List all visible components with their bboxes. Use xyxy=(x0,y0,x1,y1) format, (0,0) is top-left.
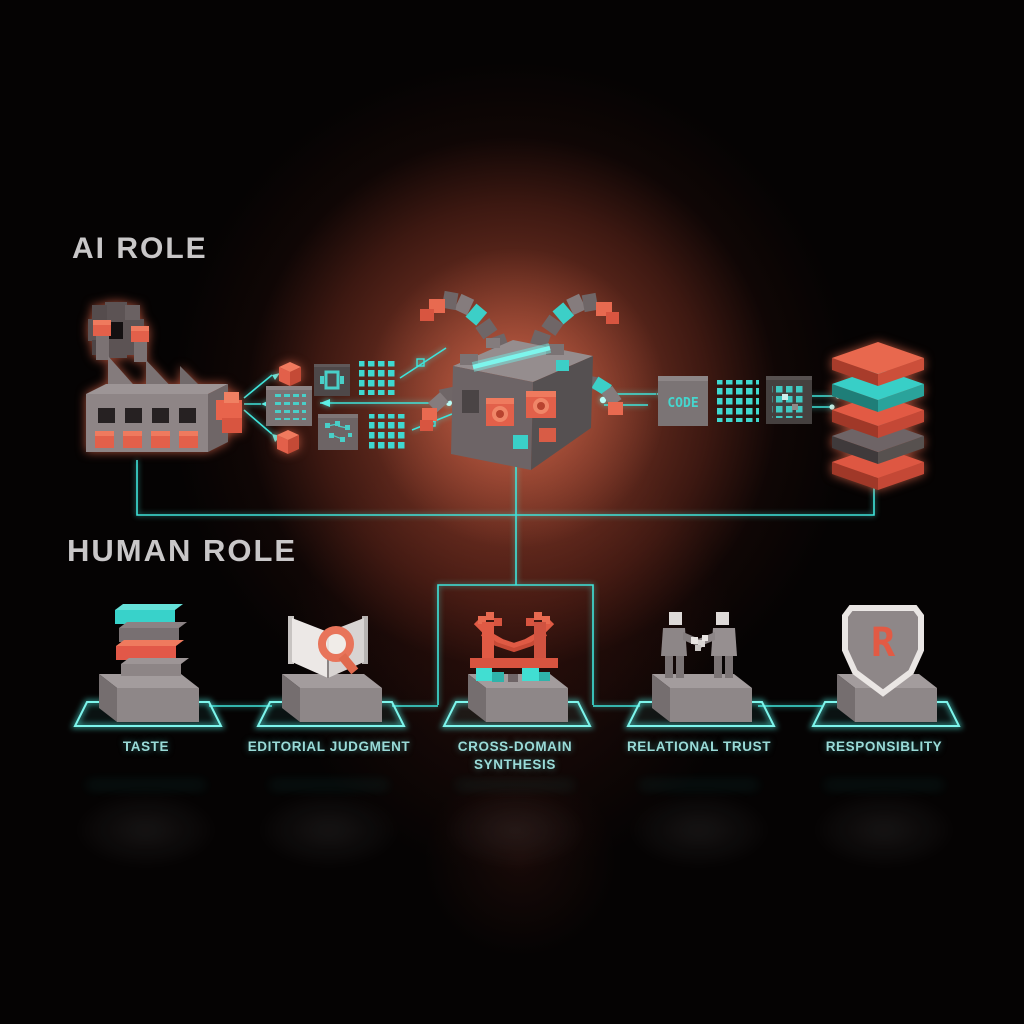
pillar-label: EDITORIAL JUDGMENT xyxy=(247,739,411,754)
robotic-arm-up-right xyxy=(530,292,619,349)
data-cube-icon xyxy=(277,430,299,454)
data-cube-icon xyxy=(279,362,301,386)
pedestal xyxy=(837,674,937,722)
text-chip-icon xyxy=(266,386,312,426)
ai-role-title: AI ROLE xyxy=(72,232,208,265)
code-chip-label: CODE xyxy=(667,396,698,411)
output-port xyxy=(216,392,242,433)
pillar-label: RELATIONAL TRUST xyxy=(626,739,772,754)
wire-bottom-bus xyxy=(136,460,875,516)
voxel-bridge-icon xyxy=(470,612,558,682)
voxel-factory-icon xyxy=(86,302,242,452)
robotic-core-cube-icon xyxy=(420,290,623,470)
handshake-figures-icon xyxy=(661,612,737,678)
pillar-responsibility: R RESPONSIBLITY xyxy=(799,582,969,754)
cross-domain-synthesis-icon xyxy=(439,612,595,729)
node-dot xyxy=(599,396,607,404)
shield-icon: R xyxy=(842,605,924,697)
stacked-bars-icon xyxy=(115,604,189,676)
pillar-editorial-judgment: EDITORIAL JUDGMENT xyxy=(244,582,414,754)
arrowhead-chip-left xyxy=(320,399,330,407)
code-chip-icon: CODE xyxy=(658,376,708,426)
relational-trust-icon xyxy=(623,612,779,729)
responsibility-icon: R xyxy=(808,605,964,729)
pixel-grid-icon xyxy=(717,380,759,422)
pixel-grid-chip-icon xyxy=(766,376,812,424)
factory-building xyxy=(86,320,242,452)
core-cube-body xyxy=(451,338,593,470)
layer-stack-icon xyxy=(832,342,924,490)
pixel-grid-icon xyxy=(369,414,405,450)
magnifier-icon xyxy=(318,626,359,675)
pillar-cross-domain-synthesis: CROSS-DOMAIN SYNTHESIS xyxy=(430,582,600,772)
shield-letter: R xyxy=(871,620,896,666)
square-terminal xyxy=(416,358,425,367)
pillar-label: CROSS-DOMAIN SYNTHESIS xyxy=(457,739,573,772)
circuit-chip-icon xyxy=(318,414,358,450)
pedestal xyxy=(282,674,382,722)
code-glyph-chip-icon xyxy=(314,364,350,396)
pedestal xyxy=(99,674,199,722)
pillar-label: RESPONSIBLITY xyxy=(825,739,943,754)
pillar-relational-trust: RELATIONAL TRUST xyxy=(614,582,784,754)
node-dot xyxy=(829,404,835,410)
human-role-title: HUMAN ROLE xyxy=(67,533,298,568)
wire-factory-fanout xyxy=(243,374,273,435)
taste-icon xyxy=(70,604,226,729)
pixel-grid-icon xyxy=(359,361,395,395)
pillar-label: TASTE xyxy=(122,739,170,754)
pillar-taste: TASTE xyxy=(61,582,231,754)
pedestal xyxy=(652,674,752,722)
stack-layer xyxy=(832,342,924,386)
wire-bracket-synthesis xyxy=(437,584,594,705)
editorial-judgment-icon xyxy=(253,616,409,729)
output-blocks xyxy=(95,431,198,448)
